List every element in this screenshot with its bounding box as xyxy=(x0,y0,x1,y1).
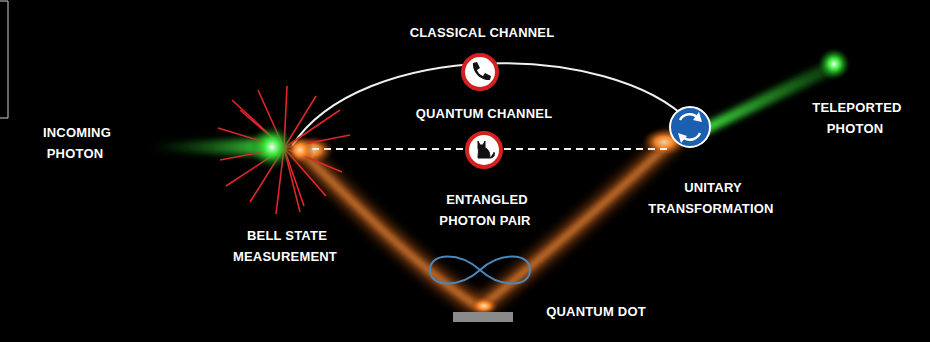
cat-sign xyxy=(467,133,501,167)
source-label: QUANTUM DOT xyxy=(531,301,661,322)
label-text: CLASSICAL CHANNEL xyxy=(408,25,557,40)
label-text: TELEPORTED PHOTON xyxy=(810,100,901,136)
teleported-photon-glow xyxy=(818,48,850,80)
photon-label: INCOMING PHOTON xyxy=(31,122,121,164)
entanglement-loop xyxy=(430,257,530,284)
label-text: BELL STATE MEASUREMENT xyxy=(233,228,339,264)
step-label: UNITARY TRANSFORMATION xyxy=(637,177,787,219)
label-text: ENTANGLED PHOTON PAIR xyxy=(439,192,532,228)
pair-label: ENTANGLED PHOTON PAIR xyxy=(438,189,534,231)
label-text: INCOMING PHOTON xyxy=(41,125,111,161)
phone-sign xyxy=(463,55,497,89)
frame-edge xyxy=(0,1,8,118)
channel-label: CLASSICAL CHANNEL xyxy=(382,22,582,43)
channel-label: QUANTUM CHANNEL xyxy=(384,103,584,124)
label-text: UNITARY TRANSFORMATION xyxy=(648,180,775,216)
label-text: QUANTUM CHANNEL xyxy=(414,106,555,121)
rotation-sign xyxy=(670,107,710,147)
quantum-dot xyxy=(453,312,513,322)
label-text: QUANTUM DOT xyxy=(544,304,648,319)
measurement-burst xyxy=(218,86,350,214)
photon-label: TELEPORTED PHOTON xyxy=(801,97,911,139)
entangled-photon-glow xyxy=(286,136,314,164)
step-label: BELL STATE MEASUREMENT xyxy=(231,225,341,267)
entangled-beams xyxy=(290,128,686,308)
